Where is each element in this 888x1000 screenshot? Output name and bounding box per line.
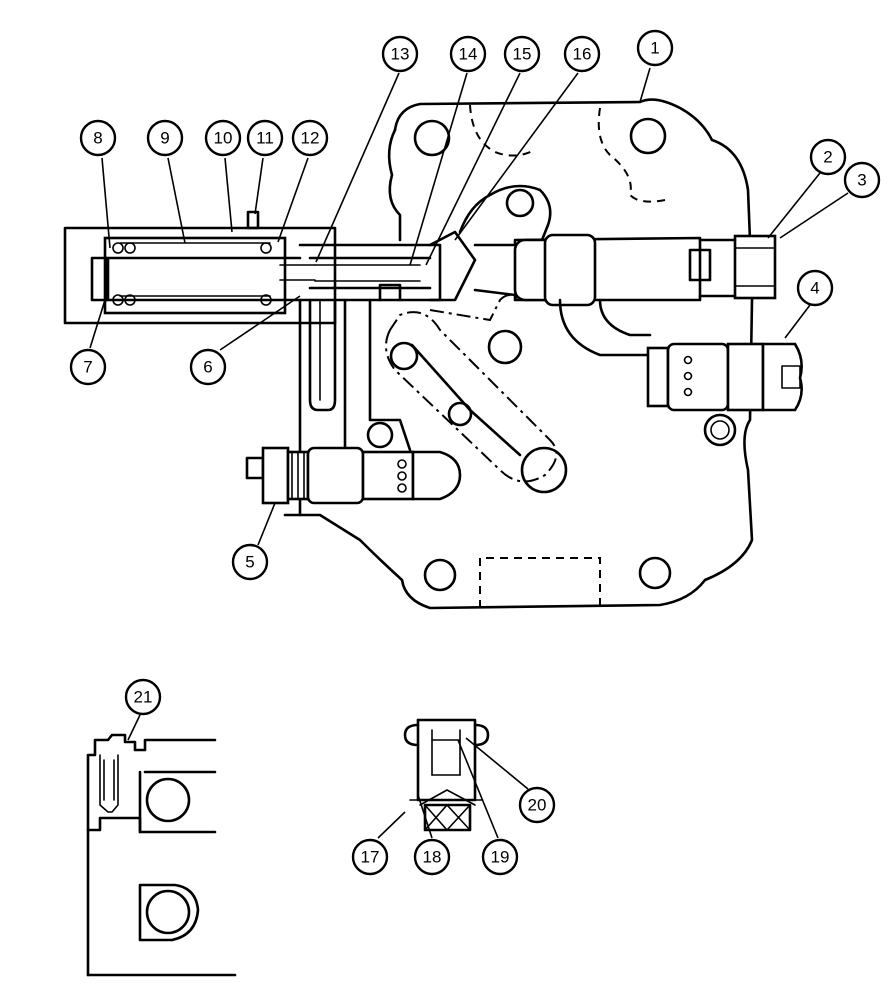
leader-lines bbox=[89, 67, 849, 839]
callout-label: 18 bbox=[423, 848, 442, 867]
callout-11: 11 bbox=[246, 119, 284, 157]
callout-label: 11 bbox=[256, 129, 274, 148]
callout-5: 5 bbox=[231, 543, 269, 581]
callout-2: 2 bbox=[809, 138, 847, 176]
callout-13: 13 bbox=[381, 35, 419, 73]
callout-label: 12 bbox=[301, 129, 320, 148]
callout-label: 16 bbox=[573, 45, 592, 64]
callout-20: 20 bbox=[518, 786, 556, 824]
callout-12: 12 bbox=[291, 119, 329, 157]
callout-label: 4 bbox=[810, 279, 819, 298]
detail-view-21 bbox=[86, 733, 237, 977]
callout-label: 10 bbox=[214, 129, 233, 148]
callout-label: 21 bbox=[134, 688, 153, 707]
callout-18: 18 bbox=[413, 838, 451, 876]
callout-label: 1 bbox=[650, 39, 659, 58]
lever-arm bbox=[385, 294, 568, 494]
right-cartridge bbox=[558, 298, 803, 412]
callout-16: 16 bbox=[563, 35, 601, 73]
callout-21: 21 bbox=[124, 678, 162, 716]
callout-15: 15 bbox=[503, 35, 541, 73]
right-spool-plug bbox=[473, 233, 777, 307]
callout-label: 6 bbox=[203, 358, 212, 377]
callout-label: 5 bbox=[245, 553, 254, 572]
callout-7: 7 bbox=[69, 348, 107, 386]
solenoid-sleeve-assembly bbox=[63, 210, 337, 325]
callout-label: 13 bbox=[391, 45, 410, 64]
callout-8: 8 bbox=[79, 119, 117, 157]
lower-cartridge bbox=[245, 446, 462, 505]
callout-label: 14 bbox=[459, 45, 478, 64]
callout-3: 3 bbox=[843, 161, 881, 199]
callout-1: 1 bbox=[636, 29, 674, 67]
callout-label: 17 bbox=[361, 848, 380, 867]
callout-17: 17 bbox=[351, 838, 389, 876]
callout-label: 2 bbox=[823, 148, 832, 167]
callout-label: 3 bbox=[857, 171, 866, 190]
callout-9: 9 bbox=[146, 119, 184, 157]
callout-19: 19 bbox=[481, 838, 519, 876]
detail-view-17-20 bbox=[403, 718, 490, 832]
callout-6: 6 bbox=[189, 348, 227, 386]
callout-label: 9 bbox=[160, 129, 169, 148]
callout-label: 8 bbox=[93, 129, 102, 148]
callout-label: 20 bbox=[528, 796, 547, 815]
callout-4: 4 bbox=[796, 269, 834, 307]
upper-port-boss bbox=[458, 184, 552, 247]
callout-label: 15 bbox=[513, 45, 532, 64]
callout-14: 14 bbox=[449, 35, 487, 73]
callout-label: 7 bbox=[83, 358, 92, 377]
callout-10: 10 bbox=[204, 119, 242, 157]
callout-label: 19 bbox=[491, 848, 510, 867]
valve-body-housing bbox=[283, 98, 757, 610]
